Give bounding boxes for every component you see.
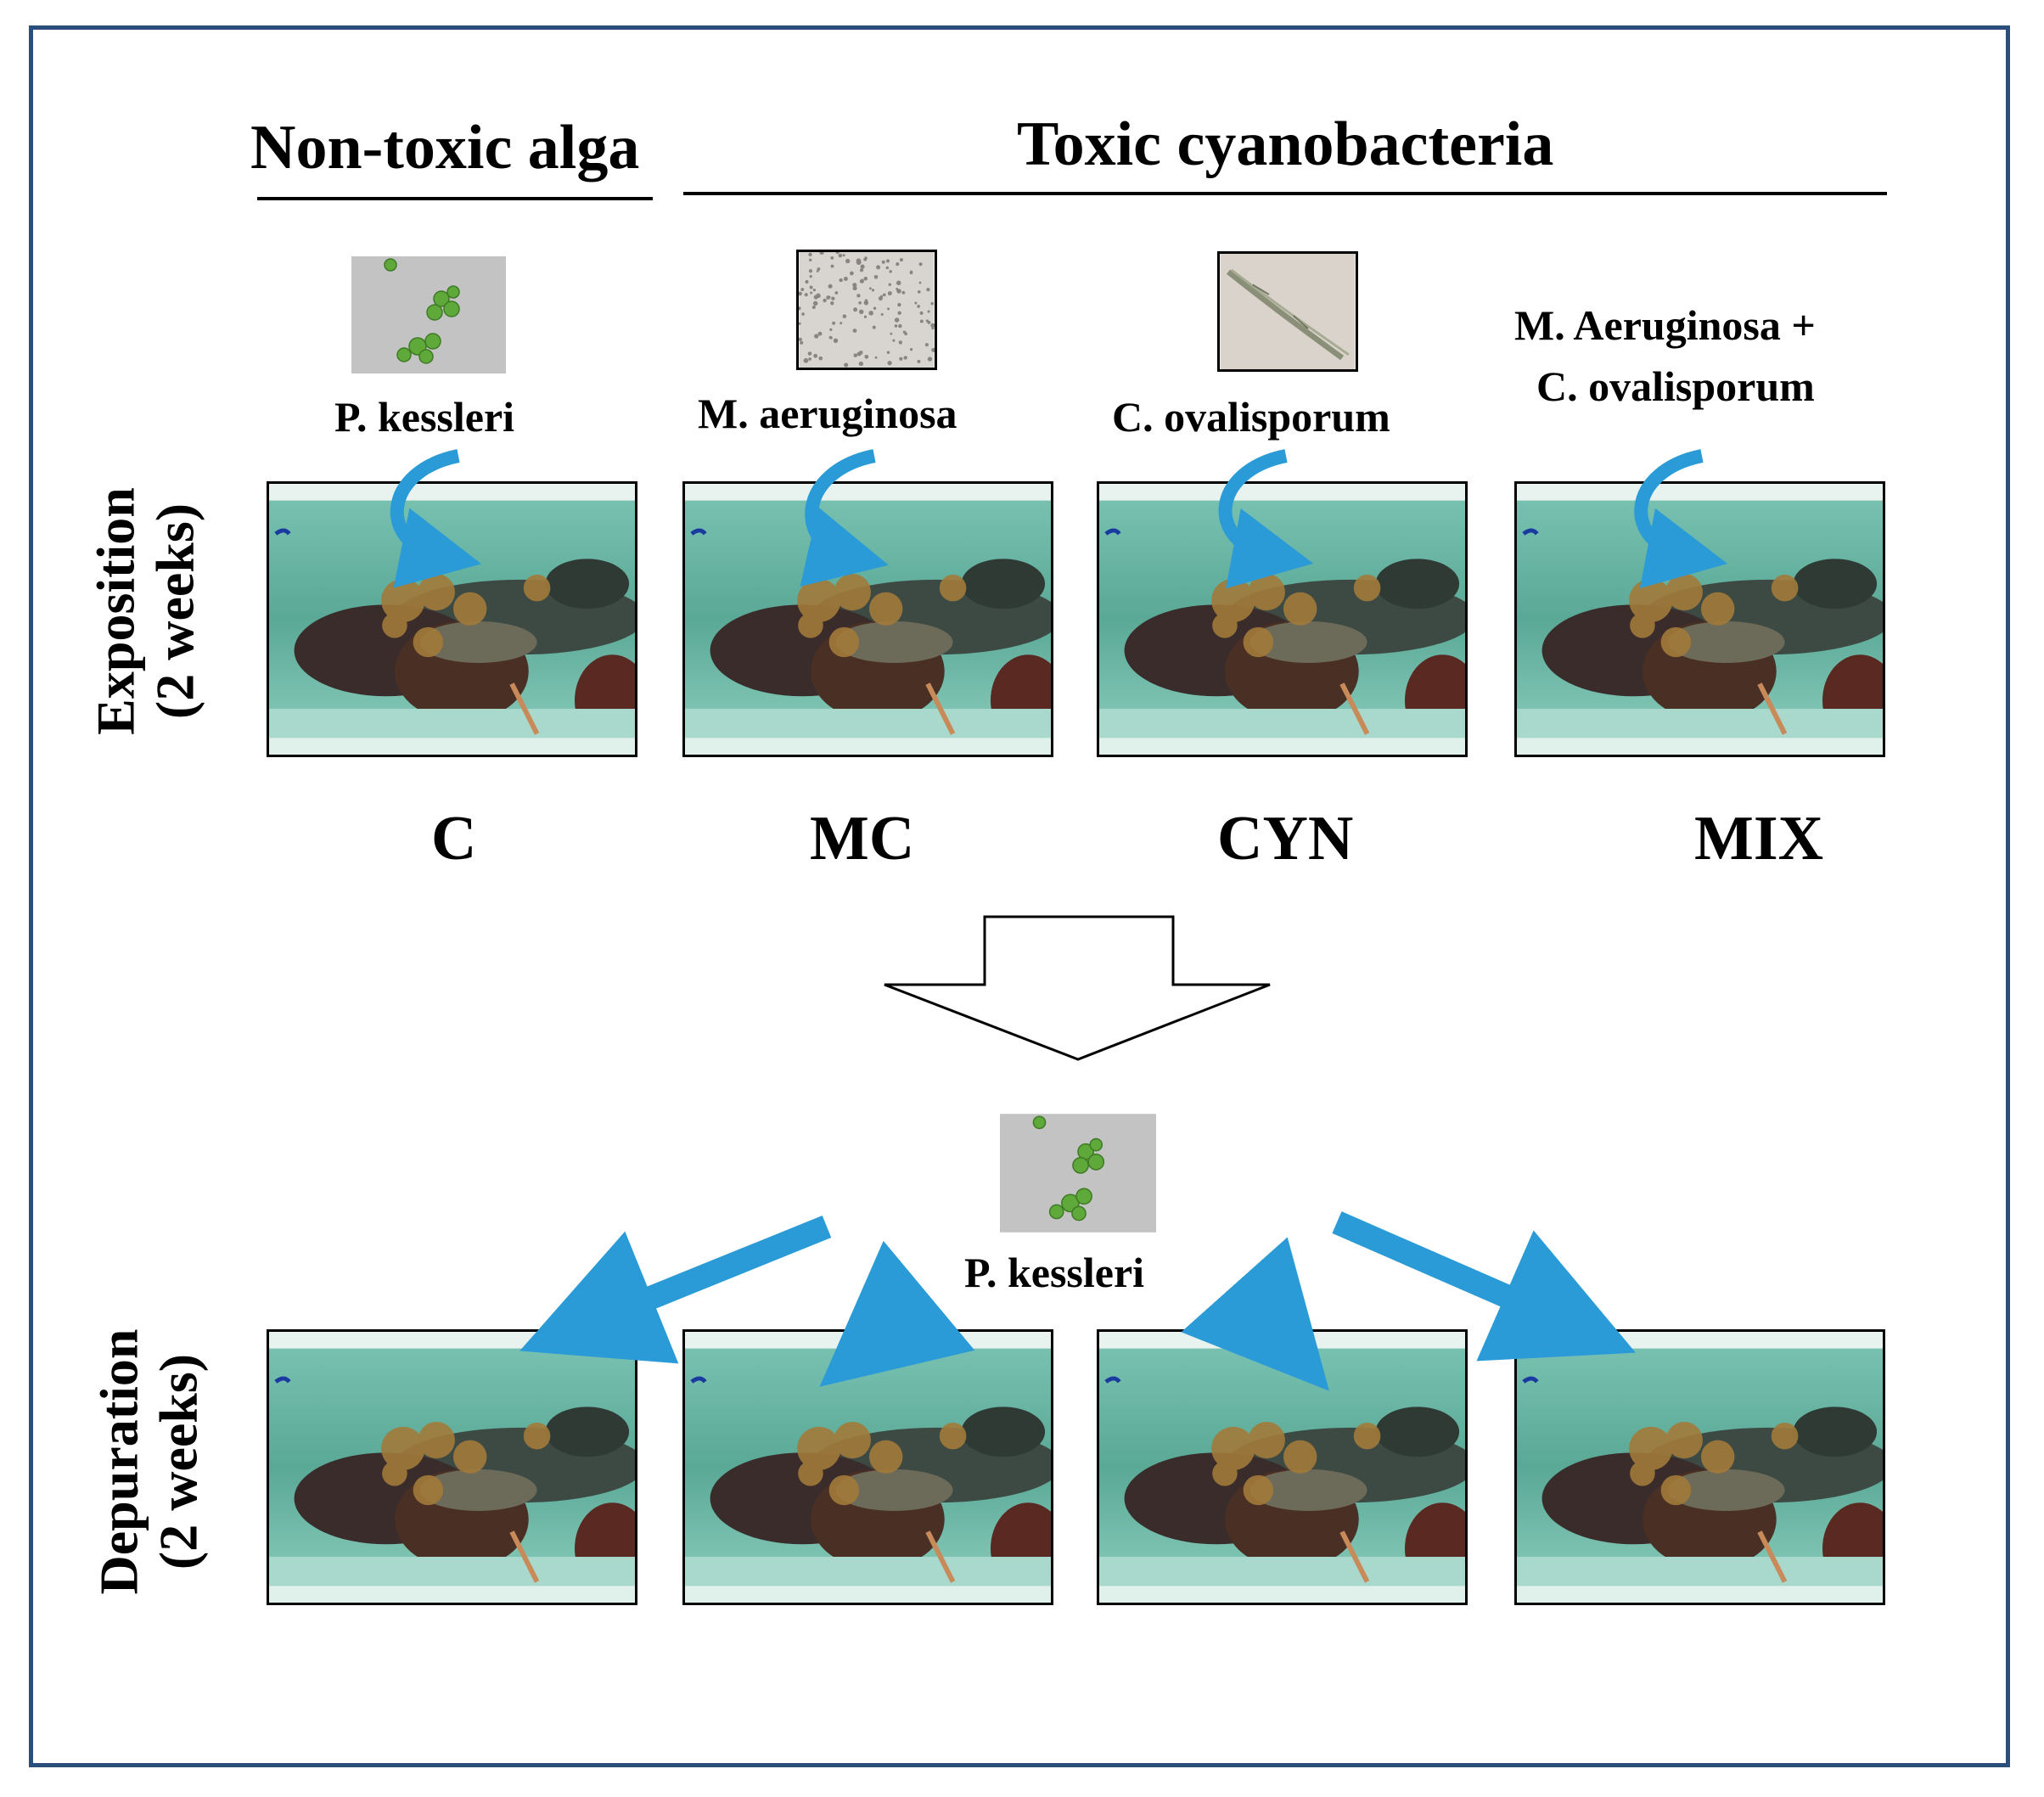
species-label-m-aeruginosa: M. aeruginosa xyxy=(698,390,957,437)
tank-photo-exposition-mix xyxy=(1514,481,1885,757)
phase-label-depuration: Depuration (2 weeks) xyxy=(88,1328,210,1595)
phase-exposition-title: Exposition xyxy=(85,487,146,735)
tank-photo-exposition-cyn xyxy=(1097,481,1468,757)
micrograph-p-kessleri-depuration xyxy=(1000,1114,1156,1233)
species-label-p-kessleri: P. kessleri xyxy=(334,393,515,441)
header-toxic-cyanobacteria: Toxic cyanobacteria xyxy=(1017,110,1554,179)
species-label-c-ovalisporum: C. ovalisporum xyxy=(1112,393,1390,441)
tank-photo-depuration-c xyxy=(267,1329,637,1605)
phase-depuration-title: Depuration xyxy=(88,1328,149,1595)
group-label-mc: MC xyxy=(810,804,915,873)
group-label-c: C xyxy=(431,804,477,873)
header-non-toxic-alga: Non-toxic alga xyxy=(250,113,640,183)
species-label-depuration-p-kessleri: P. kessleri xyxy=(964,1249,1145,1296)
phase-depuration-duration: (2 weeks) xyxy=(149,1353,209,1570)
tank-photo-exposition-mc xyxy=(682,481,1053,757)
tank-photo-exposition-c xyxy=(267,481,637,757)
figure-frame xyxy=(29,25,2010,1767)
species-label-mix-line2: C. ovalisporum xyxy=(1536,362,1815,410)
tank-photo-depuration-mix xyxy=(1514,1329,1885,1605)
micrograph-p-kessleri xyxy=(351,256,506,373)
header-underline-non-toxic xyxy=(257,197,653,200)
header-underline-toxic xyxy=(683,192,1887,195)
phase-label-exposition: Exposition (2 weeks) xyxy=(85,487,206,735)
group-label-cyn: CYN xyxy=(1217,804,1354,873)
micrograph-c-ovalisporum xyxy=(1217,251,1358,372)
species-label-mix-line1: M. Aeruginosa + xyxy=(1514,301,1816,349)
tank-photo-depuration-cyn xyxy=(1097,1329,1468,1605)
phase-exposition-duration: (2 weeks) xyxy=(145,503,205,720)
group-label-mix: MIX xyxy=(1694,804,1824,873)
micrograph-m-aeruginosa xyxy=(796,250,937,370)
tank-photo-depuration-mc xyxy=(682,1329,1053,1605)
